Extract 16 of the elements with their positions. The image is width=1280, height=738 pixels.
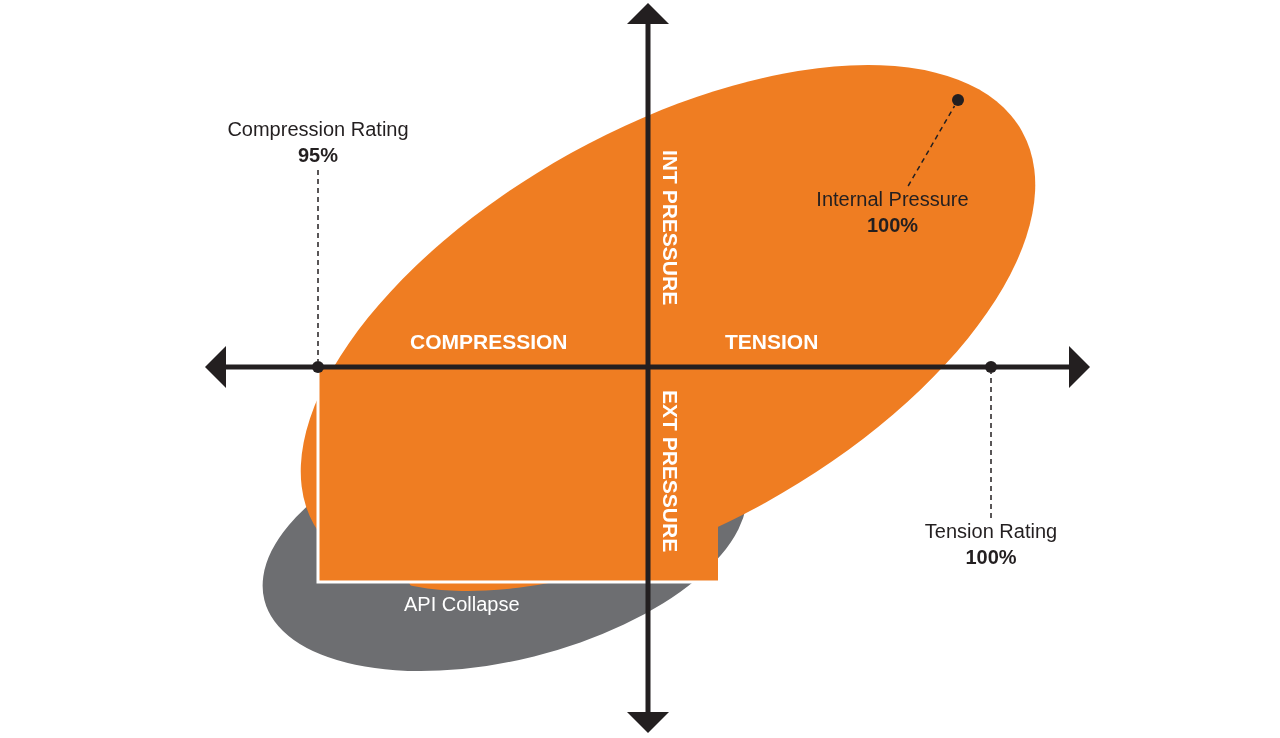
leader-line <box>317 169 319 362</box>
axis-label: INT PRESSURE <box>658 150 682 306</box>
rating-value: 100% <box>965 545 1017 570</box>
axis-label: EXT PRESSURE <box>658 390 682 553</box>
rating-label: Internal Pressure <box>816 187 969 212</box>
rating-label: Compression Rating <box>227 117 409 142</box>
point-marker <box>312 361 324 373</box>
leader-line <box>990 372 992 519</box>
axis-label: COMPRESSION <box>410 330 568 354</box>
rating-value: 100% <box>866 213 919 238</box>
point-marker <box>985 361 997 373</box>
axis-label: TENSION <box>725 330 819 354</box>
rating-label: Tension Rating <box>924 519 1058 544</box>
leader-line <box>907 105 956 187</box>
region-label: API Collapse <box>404 592 520 616</box>
rating-value: 95% <box>298 143 338 168</box>
